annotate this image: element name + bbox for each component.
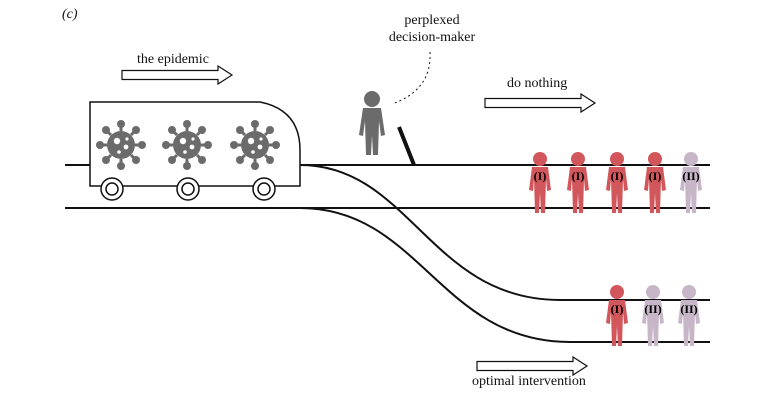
person-icon xyxy=(359,91,385,155)
person-group-II: (II) xyxy=(642,285,664,346)
group-tag: (II) xyxy=(680,302,697,316)
arrow-right-icon xyxy=(484,93,596,113)
virus-icon xyxy=(228,118,282,172)
person-group-II: (II) xyxy=(678,285,700,346)
group-tag: (II) xyxy=(644,302,661,316)
group-tag: (I) xyxy=(611,302,624,316)
person-group-I: (I) xyxy=(644,152,666,213)
do-nothing-label: do nothing xyxy=(507,76,568,91)
branch-bottom-rail xyxy=(299,207,710,343)
virus-icon xyxy=(94,118,148,172)
person-group-I: (I) xyxy=(567,152,589,213)
lever-icon xyxy=(397,126,416,166)
branch-top-rail xyxy=(299,164,710,301)
group-tag: (I) xyxy=(534,169,547,183)
decision-maker xyxy=(359,51,431,166)
person-group-II: (II) xyxy=(680,152,702,213)
group-tag: (I) xyxy=(649,169,662,183)
epidemic-label: the epidemic xyxy=(137,52,209,67)
decision-maker-label-line2: decision-maker xyxy=(388,30,476,45)
group-tag: (I) xyxy=(611,169,624,183)
panel-label: (c) xyxy=(62,7,78,22)
person-group-I: (I) xyxy=(606,152,628,213)
upper-track-people: (I) (I) (I) (I) (II) xyxy=(529,152,702,213)
group-tag: (II) xyxy=(682,169,699,183)
optimal-intervention-label: optimal intervention xyxy=(472,374,586,389)
decision-maker-label-line1: perplexed xyxy=(404,13,460,28)
person-group-I: (I) xyxy=(606,285,628,346)
decision-maker-label: perplexed decision-maker xyxy=(380,12,484,46)
thought-dotted-line xyxy=(391,51,431,105)
trolley xyxy=(89,101,301,201)
lower-track-people: (I) (II) (II) xyxy=(606,285,700,346)
arrow-right-icon xyxy=(121,65,233,85)
person-group-I: (I) xyxy=(529,152,551,213)
group-tag: (I) xyxy=(572,169,585,183)
virus-icon xyxy=(160,118,214,172)
trolley-wheels xyxy=(100,177,276,201)
